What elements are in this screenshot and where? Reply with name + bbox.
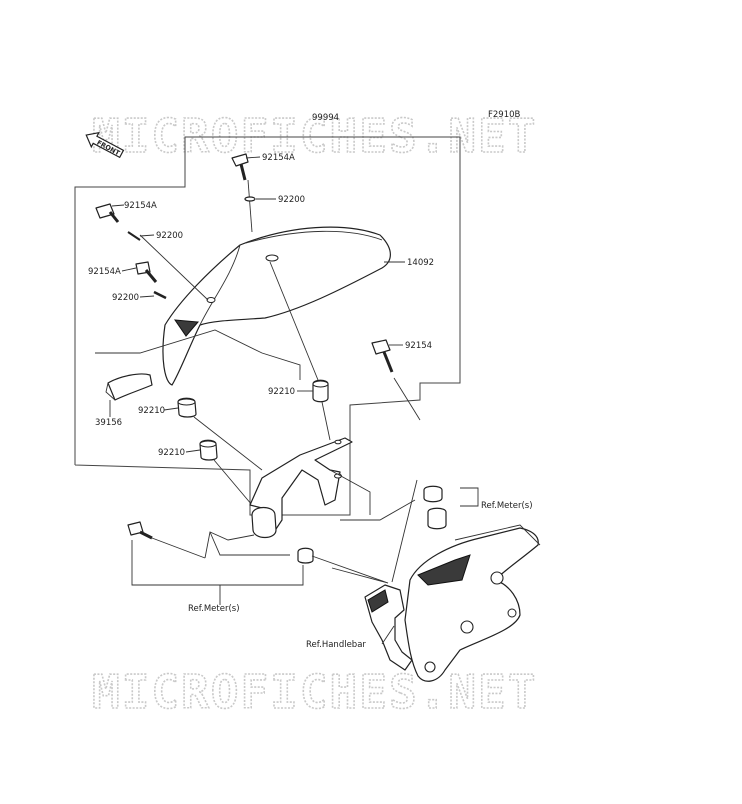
label-ref-meter-left: Ref.Meter(s) — [188, 604, 240, 614]
label-92154A-left1: 92154A — [124, 201, 157, 211]
collar-lower — [297, 547, 314, 564]
grommet-92210-left1 — [177, 397, 197, 418]
windshield-part — [162, 226, 391, 386]
label-92200-left1: 92200 — [156, 231, 183, 241]
bolt-92154A-left2 — [135, 261, 158, 283]
label-39156: 39156 — [95, 418, 122, 428]
group-code-label: 99994 — [312, 113, 339, 123]
handlebar-mount-part — [364, 584, 413, 671]
grommet-92210-mid — [312, 379, 329, 403]
watermark-top: MICROFICHES.NET — [92, 109, 537, 163]
leader-line — [269, 261, 319, 381]
grommet-92210-left2 — [199, 439, 218, 461]
label-14092: 14092 — [407, 258, 434, 268]
label-92154A-top: 92154A — [262, 153, 295, 163]
label-92210-left1: 92210 — [138, 406, 165, 416]
assembly-frame — [74, 136, 461, 516]
label-92154A-left2: 92154A — [88, 267, 121, 277]
bolt-92154A-left1 — [95, 203, 120, 223]
leader-line — [139, 234, 209, 301]
label-92200-left2: 92200 — [112, 293, 139, 303]
label-ref-meter-right: Ref.Meter(s) — [481, 501, 533, 511]
label-ref-handlebar: Ref.Handlebar — [306, 640, 366, 650]
washer-92200-left1 — [127, 231, 141, 241]
label-92210-mid: 92210 — [268, 387, 295, 397]
washer-92200-left2 — [153, 290, 167, 300]
leader-line — [393, 377, 421, 421]
figure-code-label: F2910B — [488, 110, 521, 120]
meter-cover-assembly — [404, 524, 541, 682]
label-92154-right: 92154 — [405, 341, 432, 351]
bolt-lower-left — [127, 521, 153, 540]
bolt-92154A-top — [231, 153, 249, 181]
leader-line — [247, 179, 253, 233]
bolt-92154-right — [371, 339, 394, 373]
mounting-bracket — [249, 437, 353, 539]
label-92210-left2: 92210 — [158, 448, 185, 458]
washer-92200-top — [244, 196, 256, 202]
label-92200-top: 92200 — [278, 195, 305, 205]
pad-39156 — [105, 373, 153, 401]
collar-parts — [423, 485, 447, 530]
watermark-bottom: MICROFICHES.NET — [92, 665, 537, 719]
leader-line — [95, 329, 301, 380]
